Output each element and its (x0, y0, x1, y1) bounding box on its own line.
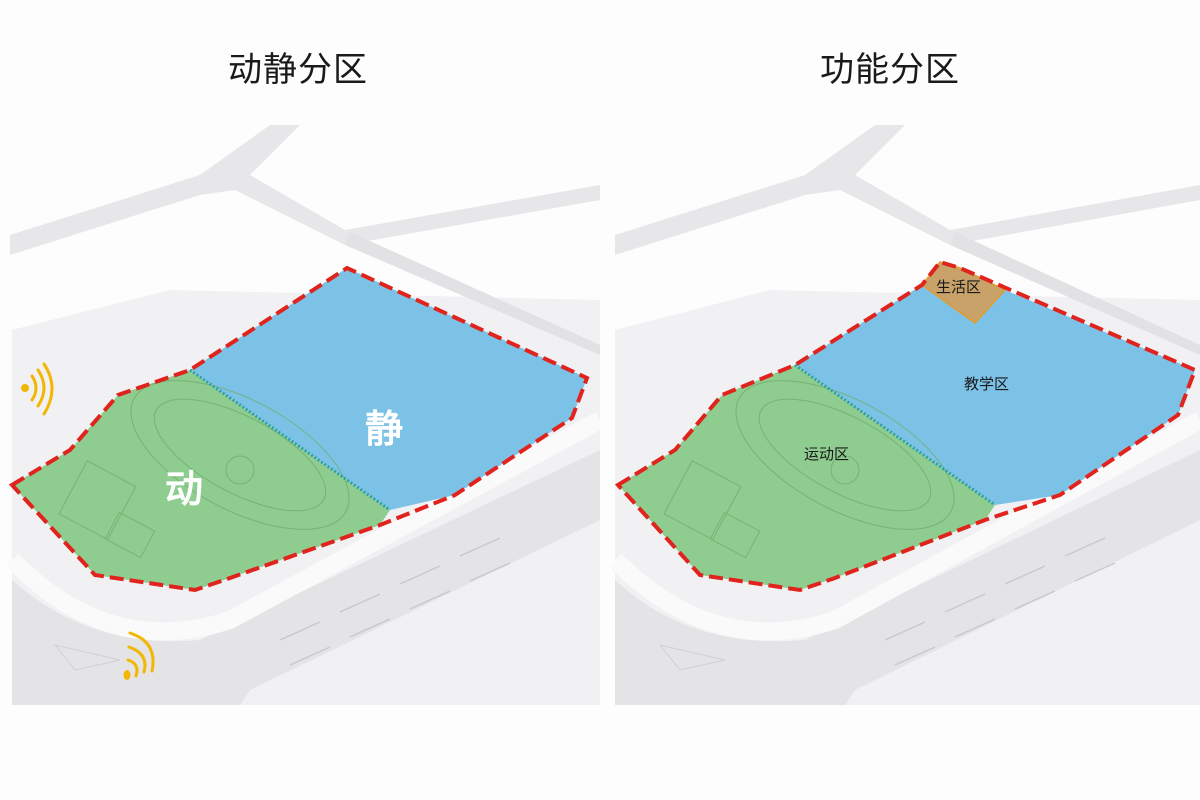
site-boundary (8, 265, 590, 593)
site-map-right (608, 125, 1200, 705)
quiet-zone (190, 268, 587, 510)
left-panel-title: 动静分区 (228, 50, 368, 90)
noise-wave-icon (21, 362, 54, 416)
road (12, 450, 600, 705)
road (615, 125, 1200, 255)
road (950, 232, 1200, 355)
sports-zone-label: 运动区 (804, 445, 850, 463)
site-boundary (614, 259, 1198, 593)
living-zone-label: 生活区 (936, 278, 982, 296)
right-panel-title: 功能分区 (820, 50, 960, 90)
quiet-zone-label: 静 (365, 407, 404, 451)
zone-divider (794, 363, 996, 507)
teaching-zone (795, 285, 1195, 505)
teaching-zone-label: 教学区 (964, 375, 1010, 393)
sports-zone (618, 365, 995, 590)
noise-wave-icon (123, 631, 155, 680)
road (345, 232, 600, 355)
road (10, 125, 600, 255)
zone-divider (189, 368, 391, 512)
road (615, 450, 1200, 705)
active-zone-label: 动 (165, 467, 204, 511)
site-map-left (8, 125, 600, 705)
right-panel-functional-zoning: 功能分区 生活区 教学区 运动区 (600, 0, 1200, 800)
left-panel-static-dynamic-zoning: 动静分区 (8, 50, 600, 705)
active-zone (12, 370, 390, 590)
